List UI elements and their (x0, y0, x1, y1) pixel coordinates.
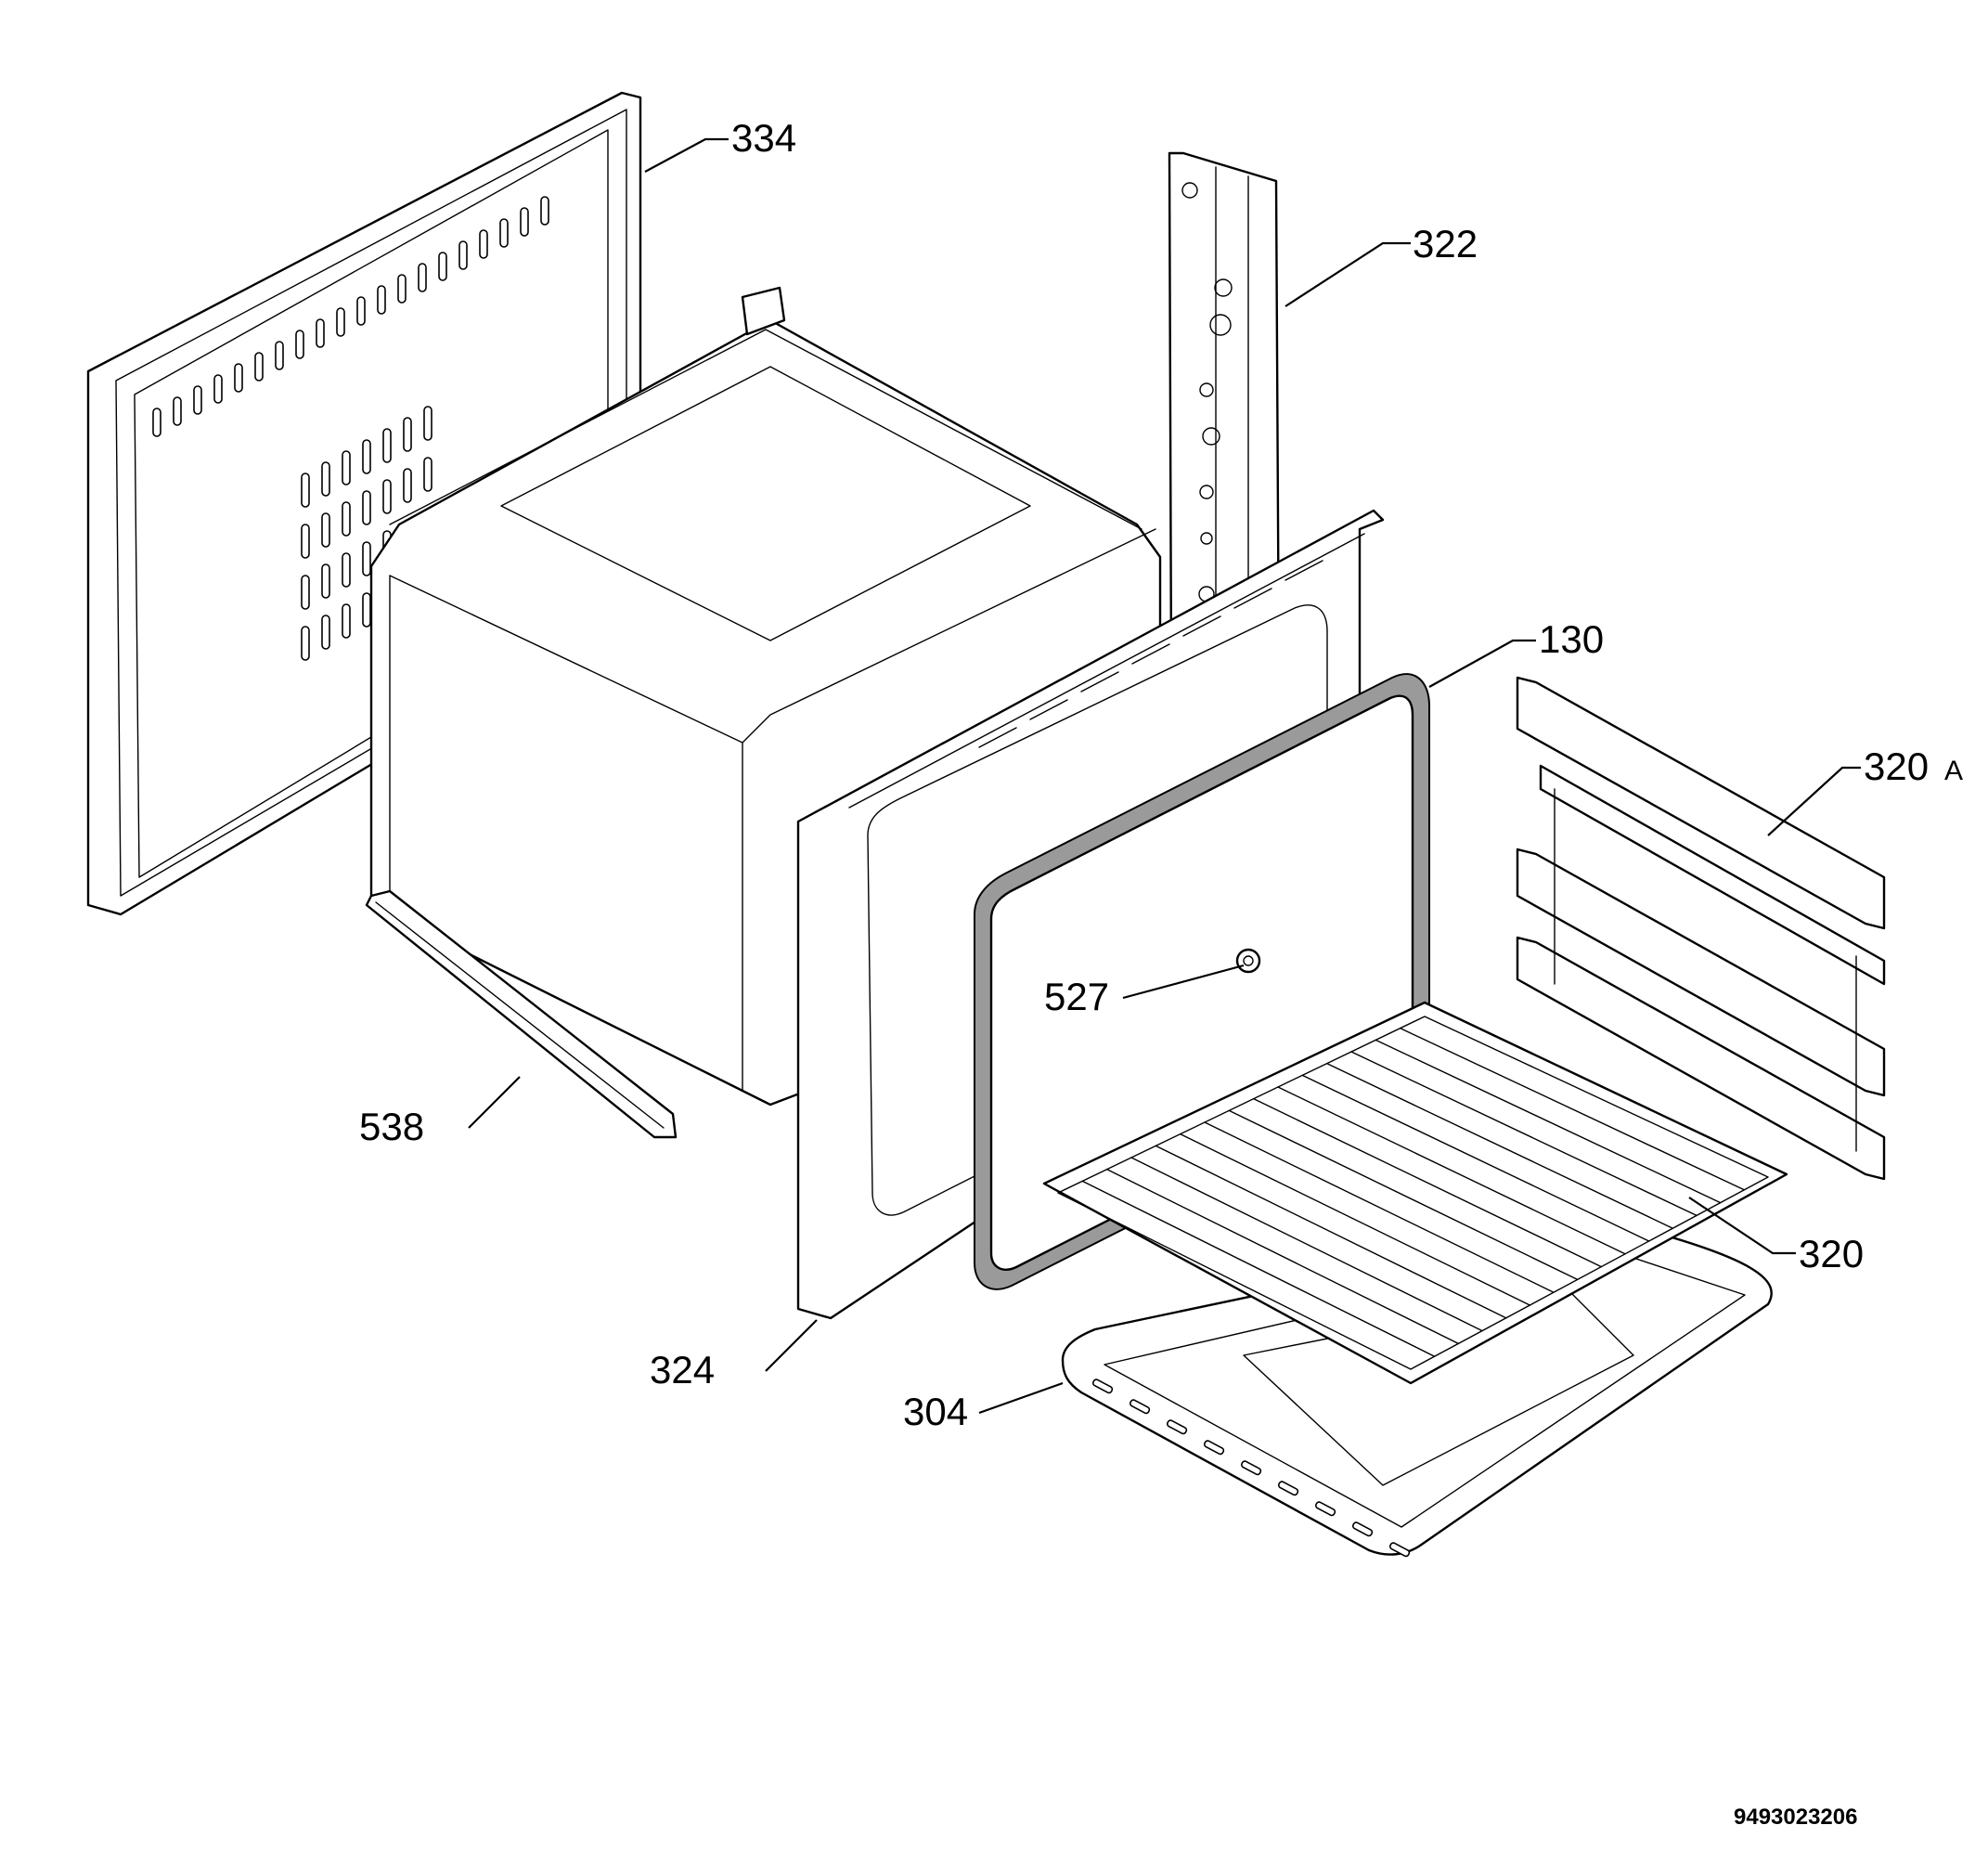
shelf-wire (1301, 1074, 1650, 1242)
part-304-baking-tray (1061, 1219, 1773, 1558)
label-324: 324 (650, 1348, 715, 1392)
vent-slot (1284, 560, 1323, 581)
vent-slot (275, 341, 284, 370)
vent-slot (295, 330, 304, 359)
vent-slot (321, 512, 330, 548)
vent-slot (423, 406, 432, 441)
document-id: 9493023206 (1734, 1805, 1857, 1830)
vent-slot (301, 626, 310, 661)
shelf-wire (1081, 1180, 1436, 1357)
shelf-wire (1252, 1097, 1603, 1268)
vent-slot (193, 385, 202, 415)
vent-slot (173, 396, 182, 426)
vent-slot (321, 563, 330, 599)
vent-slot (540, 196, 549, 226)
vent-slot (234, 363, 243, 393)
vent-slot (382, 479, 392, 514)
vent-slot (213, 374, 223, 404)
shelf-wire (1350, 1051, 1698, 1217)
vent-slot (362, 490, 371, 525)
vent-slot (301, 575, 310, 610)
label-538: 538 (359, 1105, 424, 1148)
vent-slot (1182, 615, 1221, 637)
shelf-wire (1155, 1145, 1507, 1319)
leader-lines (468, 137, 1861, 1415)
vent-slot (1233, 588, 1272, 609)
part-304-tray-holes (1091, 1379, 1411, 1558)
shelf-wire (1130, 1157, 1483, 1332)
vent-slot (403, 468, 412, 503)
vent-slot (1029, 699, 1068, 720)
shelf-wire (1375, 1039, 1722, 1204)
tray-hole (1351, 1521, 1374, 1537)
vent-slot (362, 541, 371, 576)
vent-slot (362, 439, 371, 474)
vent-slot (342, 552, 351, 588)
tray-hole (1203, 1440, 1225, 1456)
vent-slot (342, 603, 351, 639)
part-538-rail (365, 889, 678, 1139)
label-130: 130 (1539, 617, 1604, 661)
vent-slot (301, 524, 310, 559)
part-527-lamp-holder (1235, 948, 1261, 974)
label-304: 304 (903, 1390, 968, 1433)
label-320: 320 (1799, 1232, 1864, 1275)
vent-slot (152, 408, 161, 437)
vent-slot (342, 450, 351, 485)
part-320a-shelf-rails (1516, 676, 1886, 1181)
vent-slot (316, 318, 325, 348)
vent-slot (336, 307, 345, 337)
part-324-vent-slots (978, 560, 1323, 748)
shelf-wire (1105, 1168, 1460, 1345)
vent-slot (321, 615, 330, 650)
label-320a-number: 320 (1864, 744, 1929, 788)
shelf-wire (1325, 1062, 1674, 1229)
label-527: 527 (1044, 975, 1109, 1018)
vent-slot (321, 461, 330, 497)
tray-hole (1314, 1501, 1336, 1517)
vent-slot (458, 240, 468, 270)
tray-hole (1129, 1399, 1151, 1415)
vent-slot (1131, 643, 1170, 665)
vent-slot (403, 417, 412, 452)
part-320-wire-shelf (1042, 1001, 1788, 1385)
vent-slot (362, 592, 371, 628)
label-322: 322 (1413, 222, 1478, 265)
shelf-wire (1399, 1027, 1746, 1191)
shelf-wire (1204, 1121, 1555, 1293)
label-334: 334 (731, 116, 796, 160)
vent-slot (377, 285, 386, 315)
vent-slot (423, 457, 432, 492)
vent-slot (978, 727, 1017, 748)
shelf-wire (1277, 1086, 1626, 1255)
tray-hole (1388, 1542, 1411, 1558)
label-320a-suffix: A (1944, 756, 1963, 786)
vent-slot (254, 352, 264, 382)
vent-slot (418, 263, 427, 292)
shelf-wire (1179, 1133, 1531, 1306)
vent-slot (342, 501, 351, 537)
vent-slot (499, 218, 509, 248)
part-320-shelf-wires (1081, 1027, 1746, 1357)
tray-hole (1091, 1379, 1114, 1394)
tray-hole (1240, 1460, 1262, 1476)
vent-slot (397, 274, 407, 304)
vent-slot (301, 472, 310, 508)
tray-hole (1166, 1419, 1188, 1435)
vent-slot (382, 428, 392, 463)
vent-slot (356, 296, 366, 326)
vent-slot (479, 229, 488, 259)
vent-slot (438, 252, 447, 281)
vent-slot (520, 207, 529, 237)
vent-slot (1080, 671, 1119, 693)
shelf-wire (1228, 1109, 1579, 1281)
tray-hole (1277, 1481, 1299, 1496)
